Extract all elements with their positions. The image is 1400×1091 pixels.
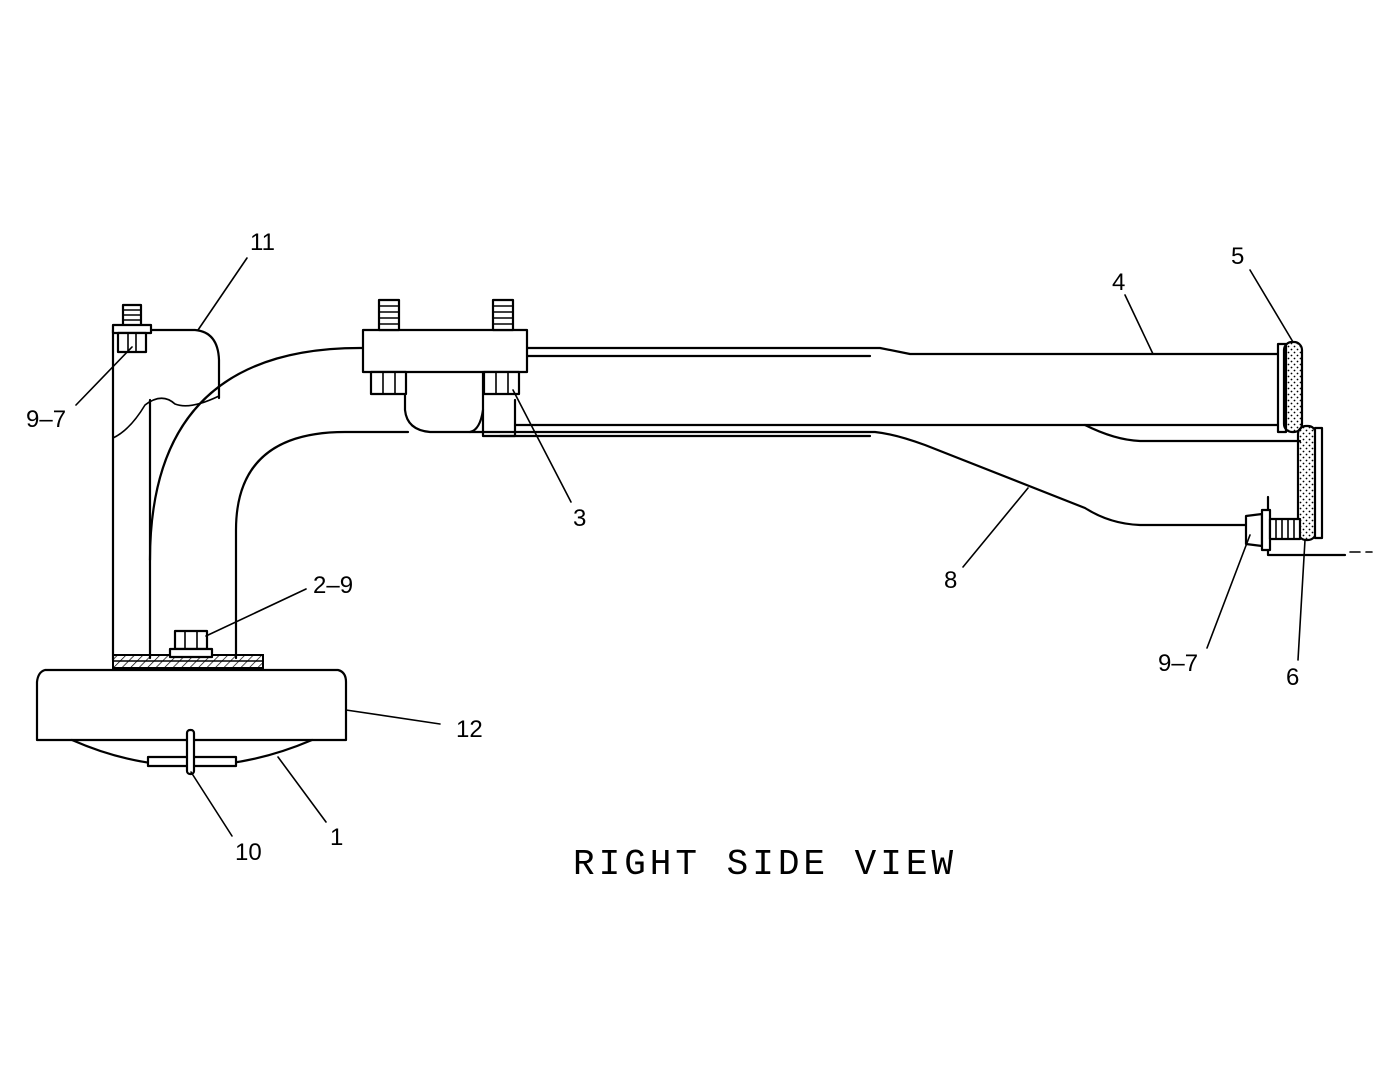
base-plate [112, 654, 264, 669]
base-bolt [168, 629, 214, 659]
leader-lines [75, 257, 1306, 837]
callout-9-7-top: 9–7 [26, 406, 66, 433]
elbow-pipe [148, 346, 410, 660]
lower-tube [468, 423, 1302, 527]
clamp [361, 298, 529, 438]
callout-9-7-right: 9–7 [1158, 650, 1198, 677]
callout-4: 4 [1112, 269, 1125, 296]
callout-1: 1 [330, 824, 343, 851]
housing [35, 668, 348, 776]
callout-5: 5 [1231, 243, 1244, 270]
callout-8: 8 [944, 567, 957, 594]
callout-3: 3 [573, 505, 586, 532]
callout-11: 11 [250, 229, 275, 256]
bolt-top-left [111, 303, 153, 354]
callout-10: 10 [235, 839, 262, 866]
upper-tube [513, 346, 1280, 427]
pad-lower [1296, 424, 1324, 542]
pad-upper [1276, 340, 1304, 434]
view-title: RIGHT SIDE VIEW [573, 844, 957, 885]
callout-6: 6 [1286, 664, 1299, 691]
mounting-bracket [111, 328, 221, 662]
callout-12: 12 [456, 716, 483, 743]
callout-2-9: 2–9 [313, 572, 353, 599]
bolt-right [1244, 508, 1302, 552]
callout-labels: 11 9–7 4 5 3 8 2–9 9–7 6 12 1 10 [26, 229, 1299, 866]
